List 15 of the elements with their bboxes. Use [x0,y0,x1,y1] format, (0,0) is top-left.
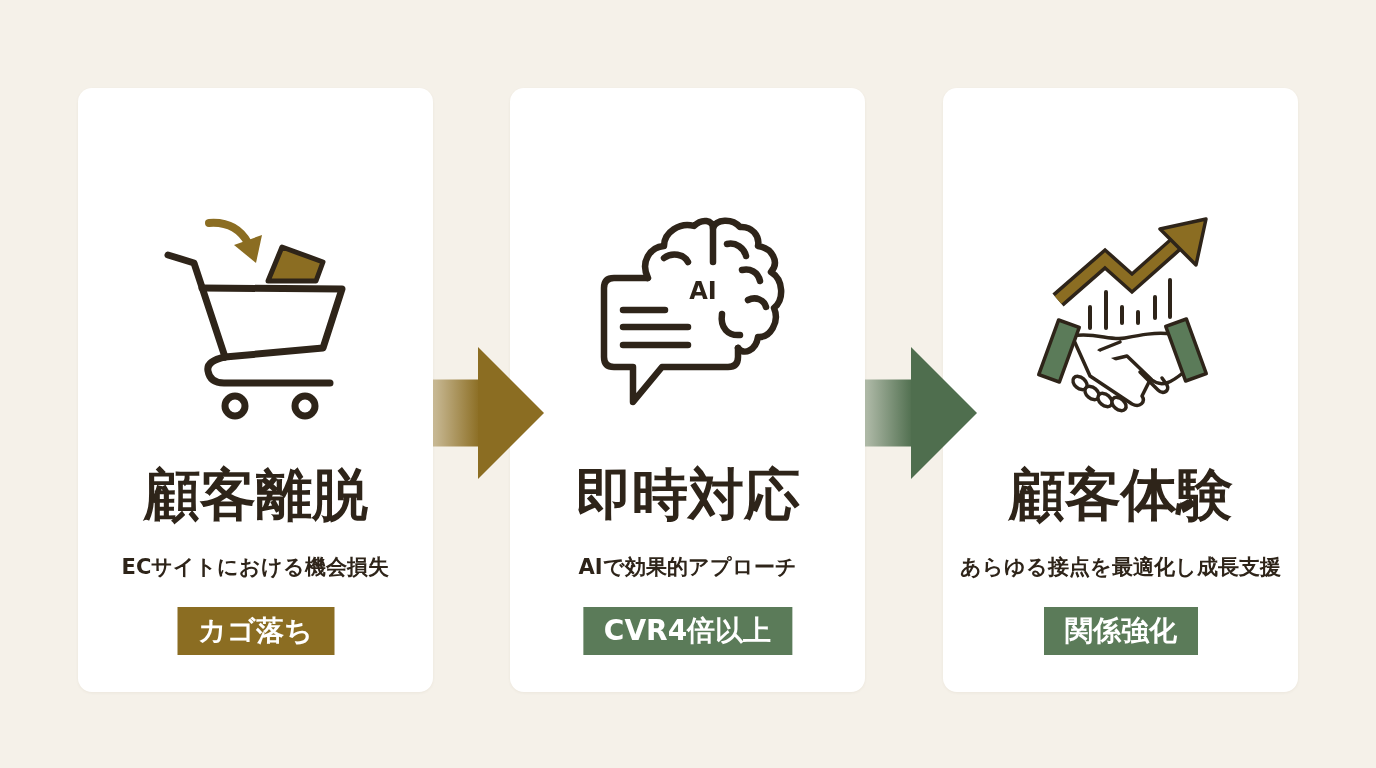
step-title: 顧客離脱 [142,460,369,528]
step-title: 即時対応 [574,460,801,528]
result-tag: 関係強化 [1043,607,1198,655]
arrow [865,347,977,479]
step-description: AIで効果的アプローチ [577,554,798,581]
arrow [433,347,544,479]
step-description: あらゆる接点を最適化し成長支援 [959,554,1282,581]
step-title: 顧客体験 [1007,460,1234,528]
result-tag: CVR4倍以上 [582,607,793,655]
result-tag: カゴ落ち [177,607,334,655]
step-card [943,88,1298,692]
icon-label: AI [689,278,717,304]
step-description: ECサイトにおける機会損失 [120,554,391,581]
step-card [510,88,865,692]
step-card [78,88,433,692]
